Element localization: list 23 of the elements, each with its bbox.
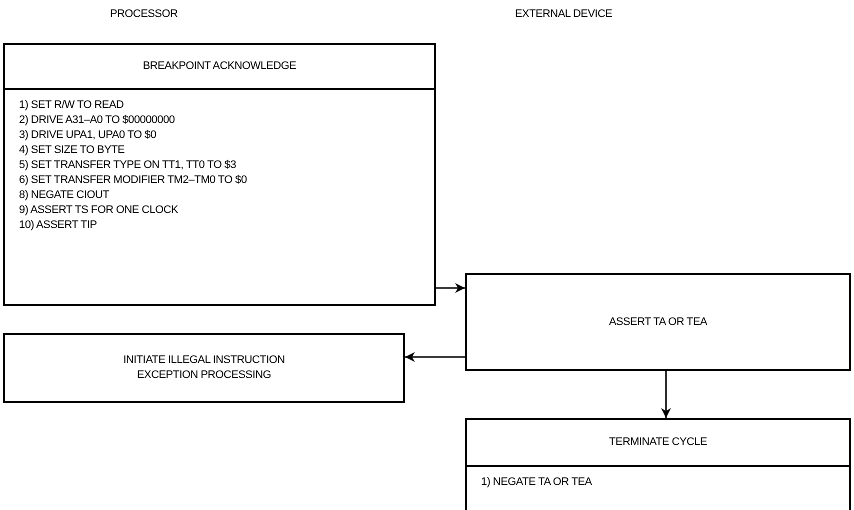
arrow: [436, 283, 465, 293]
column-heading: PROCESSOR: [110, 8, 178, 20]
process-box: [3, 43, 436, 306]
process-box: [465, 273, 851, 371]
step-text: 1) NEGATE TA OR TEA: [481, 476, 592, 488]
step-text: 8) NEGATE CIOUT: [19, 189, 110, 201]
box-heading: TERMINATE CYCLE: [609, 435, 707, 450]
step-text: 10) ASSERT TIP: [19, 219, 97, 231]
arrow: [405, 352, 465, 362]
column-heading: EXTERNAL DEVICE: [515, 8, 612, 20]
step-text: 2) DRIVE A31–A0 TO $00000000: [19, 114, 175, 126]
step-text: 9) ASSERT TS FOR ONE CLOCK: [19, 204, 178, 216]
step-text: 4) SET SIZE TO BYTE: [19, 144, 125, 156]
box-text: ASSERT TA OR TEA: [608, 314, 708, 330]
process-box: [465, 418, 851, 510]
box-text: INITIATE ILLEGAL INSTRUCTION EXCEPTION PROCESSING: [122, 353, 286, 383]
step-text: 1) SET R/W TO READ: [19, 99, 124, 111]
step-text: 6) SET TRANSFER MODIFIER TM2–TM0 TO $0: [19, 174, 247, 186]
box-heading: BREAKPOINT ACKNOWLEDGE: [142, 59, 296, 74]
step-text: 5) SET TRANSFER TYPE ON TT1, TT0 TO $3: [19, 159, 236, 171]
step-text: 3) DRIVE UPA1, UPA0 TO $0: [19, 129, 156, 141]
process-box: [3, 333, 405, 403]
arrow: [661, 371, 671, 418]
